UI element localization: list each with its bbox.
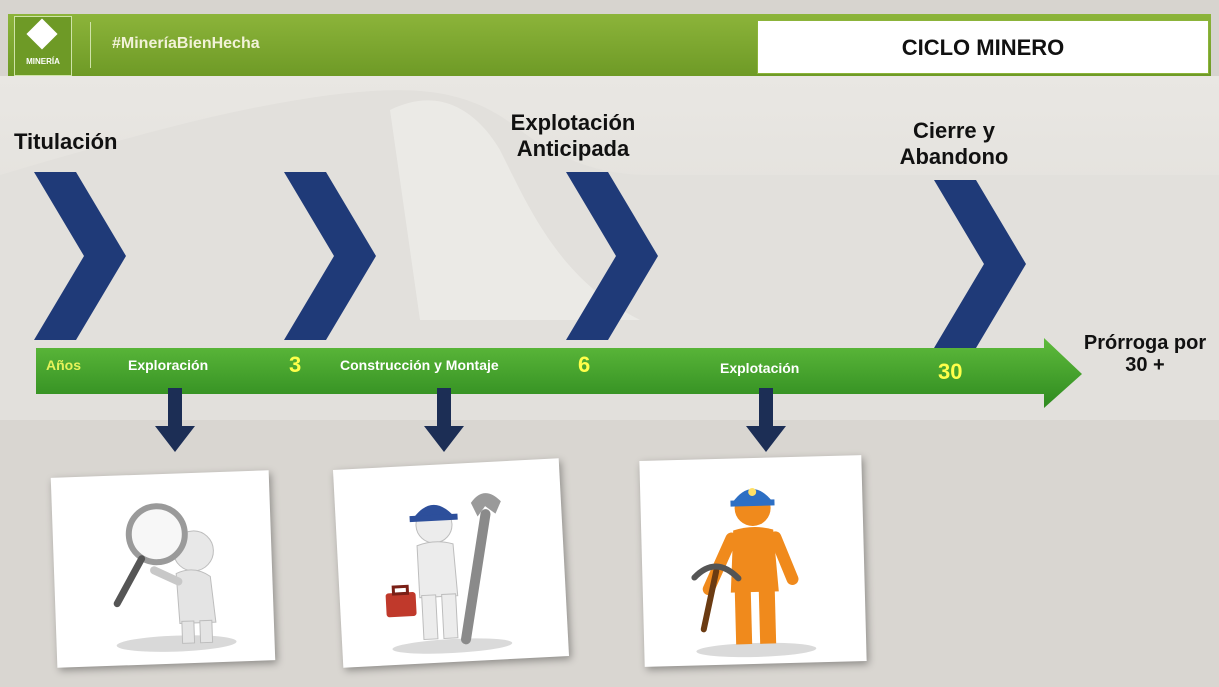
chevron-icon-2 [284, 172, 376, 340]
phase-label-titulacion: Titulación [14, 129, 118, 154]
down-arrow-icon-2 [424, 388, 464, 452]
milestone-year-3: 3 [289, 352, 302, 377]
milestone-year-30: 30 [938, 359, 963, 384]
header-divider [90, 22, 91, 68]
chevron-icon-1 [34, 172, 126, 340]
title-box: CICLO MINERO [757, 20, 1209, 74]
extension-label: Prórroga por 30 + [1083, 332, 1207, 376]
milestone-year-6: 6 [578, 352, 591, 377]
stage-label-construccion: Construcción y Montaje [340, 357, 499, 373]
chevron-icon-4 [934, 180, 1026, 348]
construction-card [332, 458, 570, 668]
stage-label-exploracion: Exploración [128, 357, 209, 373]
magnifier-figure-icon [113, 503, 237, 652]
miner-with-pickaxe-icon [691, 487, 817, 658]
chevron-icon-3 [566, 172, 658, 340]
hashtag-label: #MineríaBienHecha [112, 35, 260, 52]
timeline-arrow [36, 338, 1082, 408]
exploration-card [50, 470, 276, 668]
phase-label-cierre-abandono: Cierre y Abandono [899, 118, 1009, 169]
ministry-logo: MINERÍA [14, 16, 72, 76]
logo-text: MINERÍA [26, 57, 60, 66]
exploitation-card [639, 455, 867, 667]
stage-label-explotacion: Explotación [720, 360, 800, 376]
page-title: CICLO MINERO [901, 35, 1065, 60]
worker-with-wrench-icon [385, 493, 513, 654]
logo-diamond-icon [26, 18, 58, 50]
years-label: Años [46, 357, 81, 373]
down-arrow-icon-1 [155, 388, 195, 452]
phase-label-explotacion-anticipada: Explotación Anticipada [510, 110, 636, 161]
down-arrow-icon-3 [746, 388, 786, 452]
